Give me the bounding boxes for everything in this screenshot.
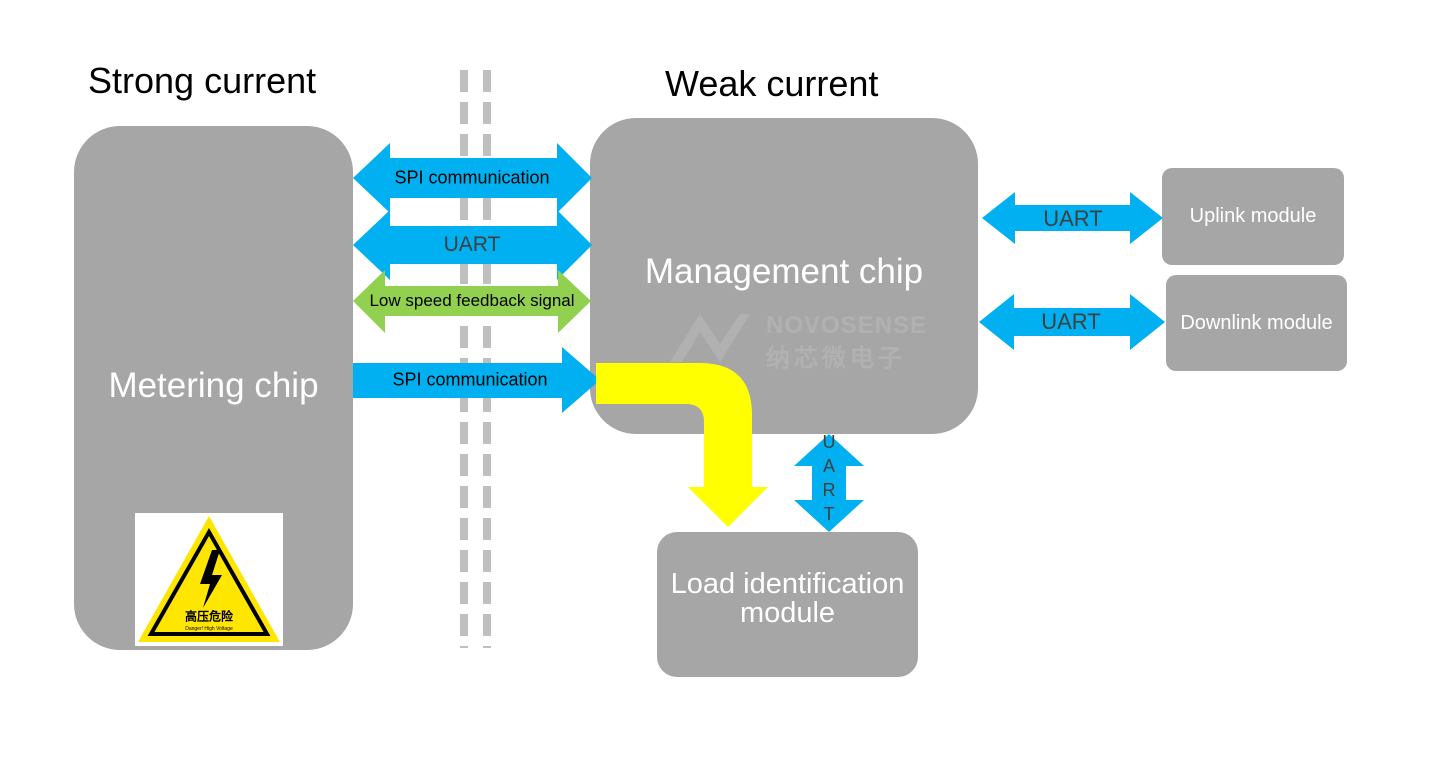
load-identification-module-label: Load identification module [670, 568, 905, 629]
warning-sign-inner-border [147, 527, 271, 636]
strong-current-heading: Strong current [88, 60, 317, 101]
novosense-logo-icon [670, 314, 750, 362]
spi-bottom-arrow [353, 347, 600, 413]
uart-left-arrow [353, 210, 592, 280]
spi-bottom-label: SPI communication [392, 369, 548, 390]
metering-chip-label: Metering chip [108, 366, 319, 405]
uart-downlink-arrow [979, 294, 1165, 350]
downlink-module-box: Downlink module [1166, 275, 1347, 371]
lightning-bolt-icon [200, 550, 222, 608]
uart-vertical-label: UART [822, 432, 836, 524]
management-chip-label: Management chip [644, 252, 924, 291]
watermark-brand-cn: 纳芯微电子 [766, 345, 906, 372]
uplink-module-box: Uplink module [1162, 168, 1344, 265]
uart-left-label: UART [443, 233, 501, 256]
uart-vertical-arrow [794, 434, 864, 532]
feedback-label: Low speed feedback signal [369, 291, 575, 310]
downlink-module-label: Downlink module [1180, 311, 1333, 334]
uart-uplink-label: UART [1043, 206, 1103, 231]
uart-uplink-arrow [982, 192, 1163, 244]
warning-sign-text: 高压危险 [184, 609, 234, 624]
weak-current-heading: Weak current [665, 63, 879, 104]
feedback-arrow [353, 270, 591, 333]
watermark-brand: NOVOSENSE [766, 312, 928, 339]
uplink-module-label: Uplink module [1189, 205, 1317, 227]
load-identification-module-box: Load identification module [657, 532, 918, 677]
spi-top-arrow [353, 143, 592, 213]
warning-sign-subtext: Danger! High Voltage [185, 626, 233, 632]
spi-top-label: SPI communication [394, 167, 550, 188]
yellow-bent-arrow [596, 363, 768, 527]
uart-downlink-label: UART [1041, 309, 1101, 334]
